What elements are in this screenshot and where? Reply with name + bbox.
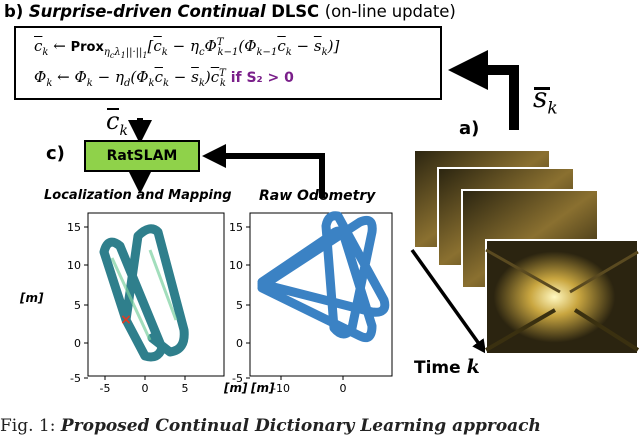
section-a-label: a) — [459, 118, 480, 139]
caption-text: Proposed Continual Dictionary Learning a… — [60, 416, 541, 436]
figure-caption: Fig. 1: Proposed Continual Dictionary Le… — [0, 416, 640, 436]
ck-symbol: ck — [106, 107, 128, 139]
sk-arrow — [448, 50, 519, 130]
update-condition: if S₂ > 0 — [230, 70, 294, 86]
section-b-label: b) — [4, 2, 24, 21]
ratslam-label: RatSLAM — [106, 148, 178, 164]
odometry-axes — [249, 212, 393, 377]
loc-ytick: 15 — [67, 221, 81, 234]
odo-xlabel: [m] — [250, 381, 275, 395]
odo-ytick: 0 — [236, 337, 243, 350]
odo-ytick: 15 — [229, 221, 243, 234]
odometry-title: Raw Odometry — [259, 188, 376, 204]
odo-ytick: 10 — [229, 259, 243, 272]
loc-ytick: 5 — [74, 299, 81, 312]
localization-axes — [87, 212, 225, 377]
localization-title: Localization and Mapping — [44, 188, 232, 203]
ratslam-box: RatSLAM — [84, 140, 200, 172]
loc-ylabel: [m] — [19, 291, 44, 305]
odo-xtick: -10 — [272, 382, 290, 395]
localization-ticks — [84, 226, 186, 380]
section-b-title-italic: Surprise-driven Continual — [28, 2, 266, 21]
section-c-label: c) — [46, 143, 65, 164]
loc-ytick: 0 — [74, 337, 81, 350]
time-label: Time k — [414, 356, 480, 378]
odometry-trajectory — [257, 211, 390, 343]
odo-xtick: 0 — [340, 382, 347, 395]
odo-ytick: -5 — [232, 372, 243, 385]
start-marker: × — [120, 312, 132, 328]
loc-xlabel: [m] — [223, 381, 248, 395]
sk-symbol: sk — [533, 81, 558, 119]
equation-line-1: ck ← Proxηcλ1||·||1[ck − ηcΦTk−1(Φk−1ck … — [34, 37, 340, 60]
equations-box: ck ← Proxηcλ1||·||1[ck − ηcΦTk−1(Φk−1ck … — [14, 26, 442, 100]
frame-4 — [484, 239, 640, 355]
loc-ytick: 10 — [67, 259, 81, 272]
section-b-title-rest: (on-line update) — [324, 2, 456, 21]
odometry-arrow — [202, 144, 325, 198]
loc-xtick: 5 — [182, 382, 189, 395]
equation-line-2: Φk ← Φk − ηd(Φkck − sk)cTk if S₂ > 0 — [34, 68, 294, 89]
time-arrow — [410, 248, 487, 354]
odo-ytick: 5 — [236, 299, 243, 312]
odometry-ticks — [246, 226, 344, 380]
section-b-title: b) Surprise-driven Continual DLSC (on-li… — [4, 2, 456, 21]
section-b-title-bold: DLSC — [271, 2, 320, 21]
caption-prefix: Fig. 1: — [0, 416, 56, 436]
loc-ytick: -5 — [70, 372, 81, 385]
loc-xtick: 0 — [142, 382, 149, 395]
loc-xtick: -5 — [100, 382, 111, 395]
localization-trajectory — [99, 224, 189, 362]
